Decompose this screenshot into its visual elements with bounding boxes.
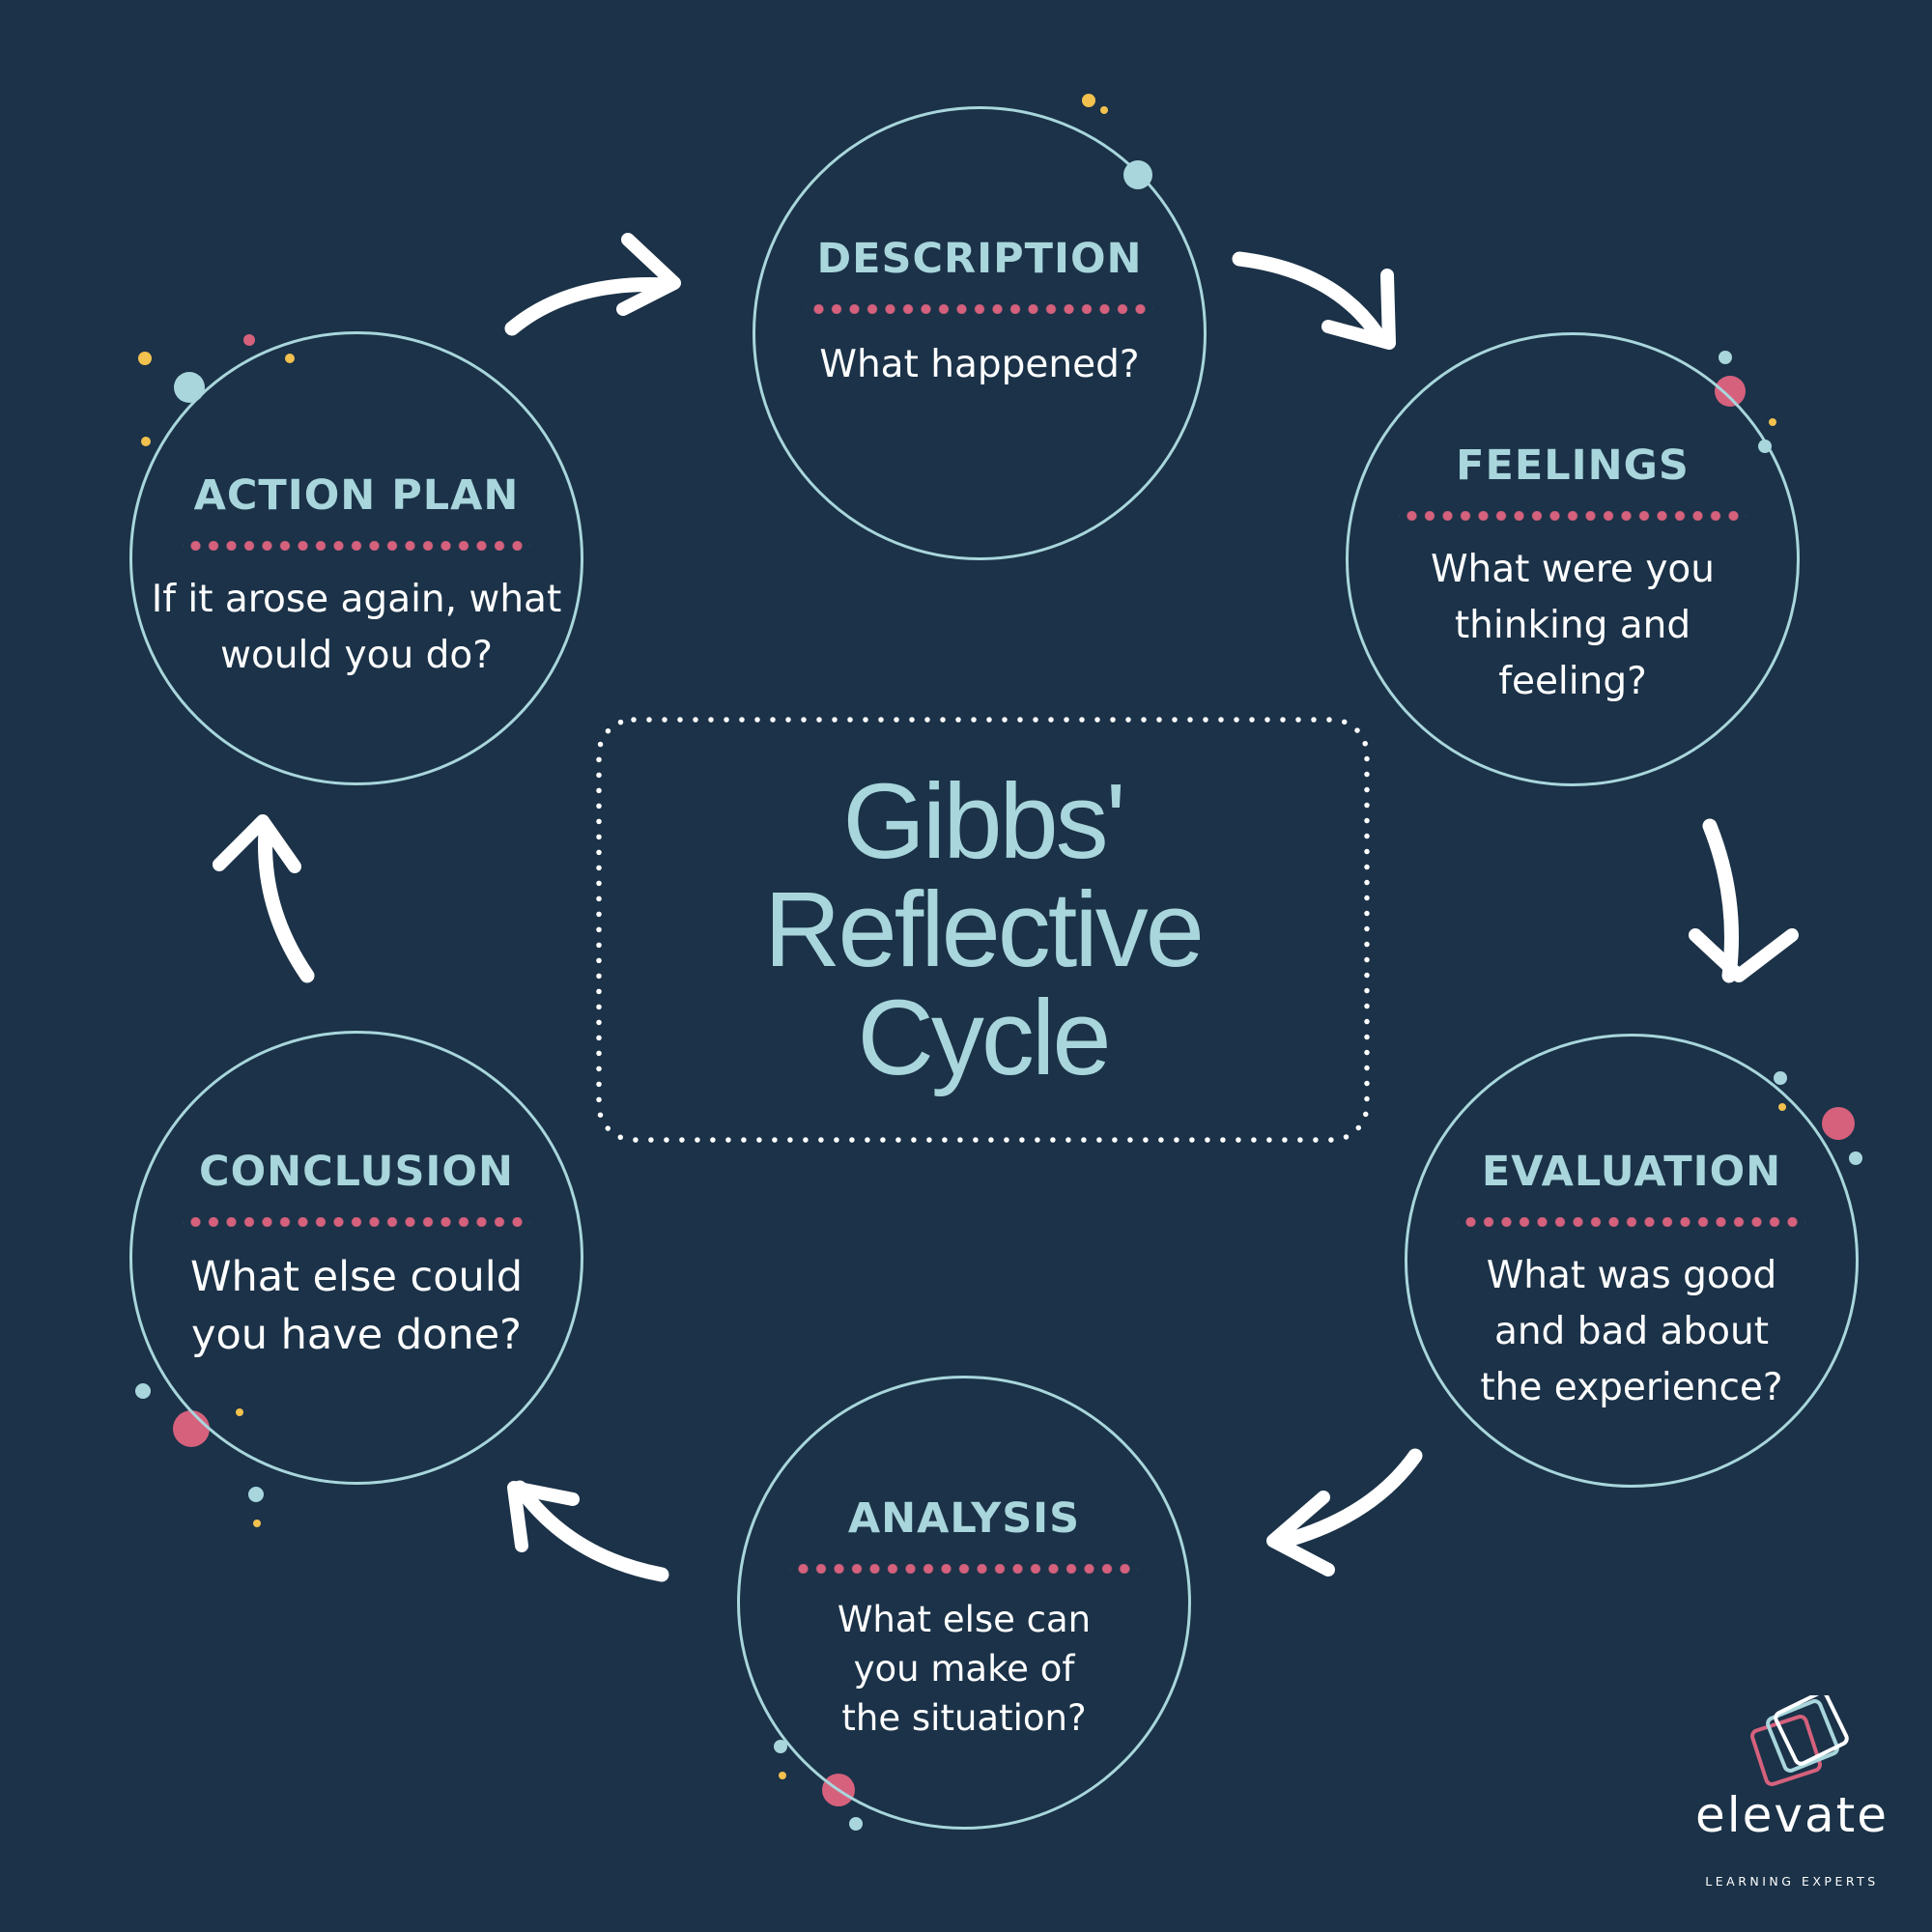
stage-title-analysis: ANALYSIS: [847, 1494, 1081, 1543]
stage-question-action-plan: If it arose again, what would you do?: [151, 578, 562, 677]
brand-logo: elevate LEARNING EXPERTS: [1681, 1695, 1903, 1898]
dotted-divider: [183, 541, 530, 551]
stage-feelings: FEELINGS What were you thinking and feel…: [1346, 332, 1800, 786]
stage-question-evaluation: What was good and bad about the experien…: [1480, 1254, 1783, 1409]
center-title-box: Gibbs' Reflective Cycle: [599, 720, 1367, 1140]
stage-title-conclusion: CONCLUSION: [199, 1148, 514, 1196]
stage-description: DESCRIPTION What happened?: [753, 106, 1207, 560]
brand-tagline: LEARNING EXPERTS: [1705, 1874, 1879, 1889]
stage-question-description: What happened?: [819, 343, 1140, 386]
stage-title-feelings: FEELINGS: [1456, 441, 1690, 490]
stage-title-action-plan: ACTION PLAN: [193, 471, 520, 520]
stage-title-evaluation: EVALUATION: [1481, 1148, 1782, 1196]
stage-question-conclusion: What else could you have done?: [189, 1253, 524, 1359]
dotted-divider: [1458, 1217, 1805, 1227]
stage-evaluation: EVALUATION What was good and bad about t…: [1405, 1034, 1859, 1488]
arrow-conclusion-to-action-plan: [213, 814, 315, 983]
stage-conclusion: CONCLUSION What else could you have done…: [129, 1031, 583, 1485]
arrow-action-plan-to-description: [504, 233, 681, 336]
stage-action-plan: ACTION PLAN If it arose again, what woul…: [129, 331, 583, 785]
dotted-divider: [790, 1564, 1138, 1574]
stage-question-analysis: What else can you make of the situation?: [837, 1599, 1092, 1739]
dotted-divider: [1399, 511, 1747, 521]
dotted-divider: [183, 1217, 530, 1227]
stage-question-feelings: What were you thinking and feeling?: [1431, 548, 1715, 703]
brand-name: elevate: [1694, 1787, 1889, 1843]
dotted-divider: [806, 304, 1153, 314]
stage-analysis: ANALYSIS What else can you make of the s…: [737, 1376, 1191, 1830]
arrow-evaluation-to-analysis: [1266, 1448, 1423, 1577]
arrow-feelings-to-evaluation: [1689, 818, 1799, 983]
elevate-logo-icon: [1750, 1695, 1849, 1786]
arrow-analysis-to-conclusion: [507, 1480, 669, 1582]
arrow-description-to-feelings: [1232, 251, 1396, 350]
center-title-frame: [596, 717, 1370, 1143]
diagram-title: Gibbs' Reflective Cycle: [764, 761, 1205, 1097]
stage-title-description: DESCRIPTION: [816, 235, 1143, 283]
